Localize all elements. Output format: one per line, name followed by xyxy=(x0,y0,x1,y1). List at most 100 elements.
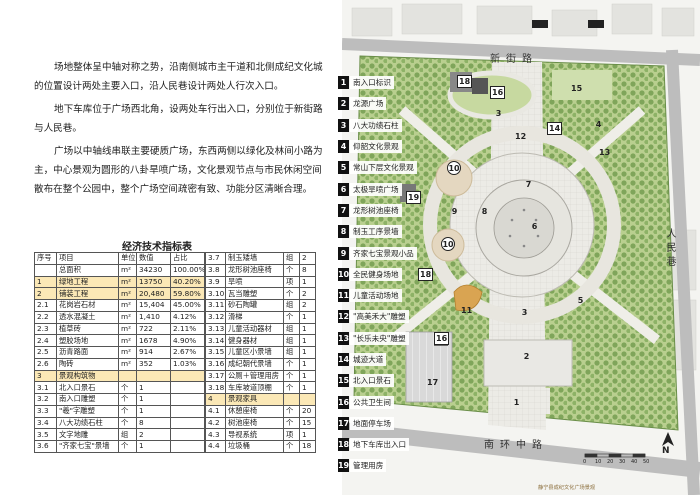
table-cell: 4.90% xyxy=(170,334,205,347)
table-cell: 3.11 xyxy=(205,299,226,312)
table-cell: 1 xyxy=(299,381,316,394)
table-cell: 植草砖 xyxy=(56,322,119,336)
map-number-badge: 2 xyxy=(523,352,530,361)
table-cell xyxy=(170,369,205,383)
table-cell: 个 xyxy=(118,440,137,453)
table-cell: 13750 xyxy=(136,275,171,289)
intro-paragraph-3: 广场以中轴线串联主要硬质广场，东西两侧以绿化及林间小路为主，中心景观为圆形的八卦… xyxy=(34,146,323,195)
table-cell: 1 xyxy=(299,369,316,383)
table-row: 序号项目单位数值占比 xyxy=(34,252,205,265)
table-cell: 3.13 xyxy=(205,322,226,336)
table-cell: 组 xyxy=(283,252,300,265)
map-number-badge: 6 xyxy=(531,222,538,231)
table-cell: 滑梯 xyxy=(225,310,284,324)
footer-caption: 静宁县成纪文化广场景观 xyxy=(538,485,596,491)
table-cell: m² xyxy=(118,299,137,312)
table-cell: 绿地工程 xyxy=(56,275,119,289)
road-label-north: 新街路 xyxy=(490,54,538,65)
table-cell: 45.00% xyxy=(170,299,205,312)
legend-label: 仰韶文化景观 xyxy=(350,140,402,154)
table-title: 经济技术指标表 xyxy=(122,242,192,253)
table-cell: 3.15 xyxy=(205,346,226,359)
legend-number: 15 xyxy=(337,374,350,388)
table-cell: 景观构筑物 xyxy=(56,369,119,383)
table-cell: 3.14 xyxy=(205,334,226,347)
table-cell: 2 xyxy=(136,428,171,441)
table-cell: 1 xyxy=(136,404,171,418)
table-cell xyxy=(283,393,300,406)
table-cell: 组 xyxy=(283,334,300,347)
table-cell: 20 xyxy=(299,404,316,418)
scale-tick-label: 30 xyxy=(619,459,626,465)
table-cell: 352 xyxy=(136,357,171,371)
table-cell xyxy=(170,381,205,394)
legend-label: 管理用房 xyxy=(350,459,387,473)
table-cell: 2 xyxy=(34,287,57,300)
scale-tick-label: 10 xyxy=(595,459,602,465)
table-cell: 组 xyxy=(283,322,300,336)
map-number-badge: 7 xyxy=(525,180,532,189)
table-cell: 导视系统 xyxy=(225,428,284,441)
table-cell xyxy=(34,263,57,277)
table-cell: 组 xyxy=(283,346,300,359)
north-arrow-label: N xyxy=(662,446,670,456)
table-cell: 休憩座椅 xyxy=(225,404,284,418)
table-cell: 儿童区小景墙 xyxy=(225,346,284,359)
map-number-badge: 11 xyxy=(461,306,473,315)
table-cell: 4.1 xyxy=(205,404,226,418)
legend-number: 16 xyxy=(337,395,350,409)
table-cell: 数值 xyxy=(136,252,171,265)
map-number-badge: 9 xyxy=(451,207,458,216)
table-cell: 4.3 xyxy=(205,428,226,441)
table-cell: 健身器材 xyxy=(225,334,284,347)
table-cell: 总面积 xyxy=(56,263,119,277)
legend-number: 6 xyxy=(338,182,349,196)
table-cell: 个 xyxy=(283,369,300,383)
legend-label: "高美禾大"雕塑 xyxy=(350,310,409,324)
legend-number: 19 xyxy=(337,459,350,473)
legend-label: 齐家七宝景观小品 xyxy=(350,246,417,260)
legend-label: "长乐未央"雕塑 xyxy=(350,331,409,345)
table-cell: 个 xyxy=(283,310,300,324)
table-cell xyxy=(170,393,205,406)
table-cell: 8 xyxy=(299,263,316,277)
table-cell: 1 xyxy=(34,275,57,289)
table-cell xyxy=(170,440,205,453)
table-cell: 8 xyxy=(136,416,171,430)
table-cell: 组 xyxy=(118,428,137,441)
north-road xyxy=(342,38,700,66)
table-cell: 2 xyxy=(299,252,316,265)
table-cell: 40.20% xyxy=(170,275,205,289)
table-cell: 花岗岩石材 xyxy=(56,299,119,312)
table-cell: 瓦当雕塑 xyxy=(225,287,284,300)
table-cell: 个 xyxy=(118,404,137,418)
table-cell: 1,410 xyxy=(136,310,171,324)
map-number-badge: 1 xyxy=(513,398,520,407)
legend-label: 制玉工序景墙 xyxy=(350,225,402,239)
table-cell: 车库坡道顶棚 xyxy=(225,381,284,394)
table-cell: 1 xyxy=(299,275,316,289)
south-road xyxy=(342,422,700,478)
table-cell: 1 xyxy=(299,322,316,336)
